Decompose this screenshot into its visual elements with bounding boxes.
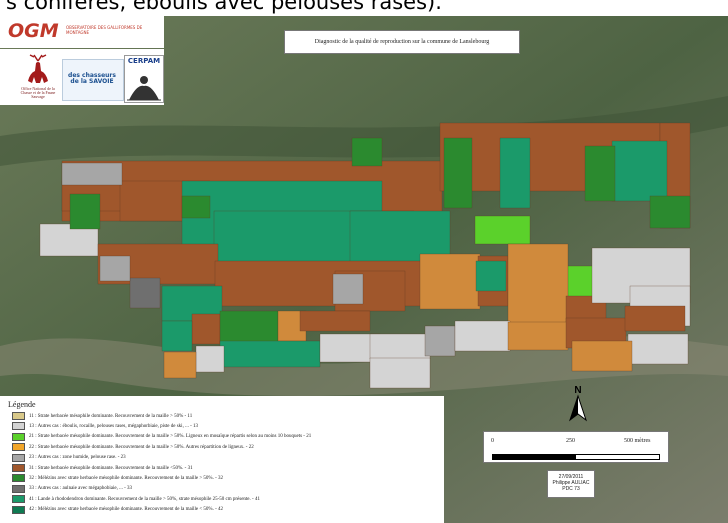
credits-box: 27/09/2011 Philippe AULIAC PDC 73 [547,470,595,498]
habitat-cell [649,195,691,229]
scale-mid: 250 [566,438,575,444]
legend-item: 33 : Autres cas : aulnaie avec mégaphobi… [12,484,133,493]
habitat-cell [163,351,197,379]
legend-swatch [12,484,25,493]
habitat-cell [571,340,633,372]
habitat-cell [69,193,101,230]
chasseurs-logo-text: des chasseurs de la SAVOIE [68,72,116,85]
habitat-cell [332,273,364,305]
cerpam-logo [124,55,164,103]
scale-bar-panel: 0 250 500 mètres [483,431,669,463]
ogm-logo-subtitle: OBSERVATOIRE DES GALLIFORMES DE MONTAGNE [66,25,143,35]
top-caption-strip: s conifères, éboulis avec pelouses rases… [0,0,728,16]
oncfs-logo-text: Office National de la Chasse et de la Fa… [20,86,56,99]
shepherd-icon [127,76,161,101]
legend-item: 11 : Strate herbacée mésophile dominante… [12,412,192,420]
habitat-cell [627,333,689,365]
habitat-cell [474,215,531,245]
habitat-cell [191,313,221,345]
north-arrow: N [565,384,591,424]
ogm-logo: OGM OBSERVATOIRE DES GALLIFORMES DE MONT… [0,16,164,48]
credits-org: PDC 73 [562,486,580,492]
legend-item: 13 : Autres cas : éboulis, rocaille, pel… [12,422,198,431]
legend-label: 33 : Autres cas : aulnaie avec mégaphobi… [29,486,133,492]
north-arrow-icon: N [569,385,587,422]
legend-label: 32 : Mélézins avec strate herbacée mésop… [29,475,223,481]
legend-label: 11 : Strate herbacée mésophile dominante… [29,413,193,419]
map-canvas[interactable] [0,16,728,523]
legend-item: 31 : Strate herbacée mésophile dominante… [12,464,193,472]
legend-swatch [12,422,25,431]
habitat-cell [299,310,371,332]
legend-panel: Légende 11 : Strate herbacée mésophile d… [0,396,444,523]
credits-author: Philippe AULIAC [552,480,590,486]
habitat-cell [351,137,383,167]
legend-swatch [12,464,25,472]
habitat-cell [624,305,686,332]
credits-date: 27/09/2011 [558,474,584,480]
legend-label: 23 : Autres cas : zone humide, pelouse r… [29,455,126,461]
deer-icon [28,54,48,83]
legend-swatch [12,505,25,514]
habitat-cell [507,321,569,351]
legend-item: 23 : Autres cas : zone humide, pelouse r… [12,453,126,462]
map-title: Diagnostic de la qualité de reproduction… [284,30,520,54]
legend-swatch [12,443,25,452]
ogm-logo-text: OGM [8,20,59,42]
habitat-cell [219,310,279,344]
top-caption-text: s conifères, éboulis avec pelouses rases… [6,0,442,14]
habitat-cell [507,243,569,325]
chasseurs-logo [62,59,124,101]
habitat-cell [475,260,507,292]
legend-item: 22 : Strate herbacée mésophile dominante… [12,443,254,452]
legend-item: 42 : Mélézins avec strate herbacée mésop… [12,505,223,514]
habitat-cell [369,357,431,389]
legend-swatch [12,432,25,441]
habitat-cell [129,277,161,309]
north-label: N [574,385,581,396]
scale-end: 500 mètres [624,438,651,444]
habitat-cell [219,340,321,368]
legend-label: 41 : Lande à rhododendron dominante. Rec… [29,496,260,502]
habitat-cell [424,325,456,357]
habitat-cell [499,137,531,209]
habitat-cell [61,162,123,186]
legend-swatch [12,412,25,420]
habitat-cell [39,223,99,257]
scale-zero: 0 [491,438,494,444]
scale-bar [492,454,660,460]
legend-item: 41 : Lande à rhododendron dominante. Rec… [12,495,260,504]
habitat-cell [369,333,431,360]
legend-item: 21 : Strate herbacée mésophile dominante… [12,432,312,441]
habitat-grid [39,122,691,389]
legend-swatch [12,474,25,483]
habitat-cell [611,140,668,202]
habitat-cell [454,320,511,352]
habitat-cell [443,137,473,209]
habitat-cell [99,255,131,282]
legend-title: Légende [8,400,36,409]
map-svg[interactable] [0,16,728,523]
legend-item: 32 : Mélézins avec strate herbacée mésop… [12,474,223,483]
habitat-cell [584,145,616,202]
legend-label: 42 : Mélézins avec strate herbacée mésop… [29,507,223,513]
habitat-cell [195,345,225,373]
legend-swatch [12,495,25,504]
partner-logos: Office National de la Chasse et de la Fa… [0,49,164,105]
legend-swatch [12,453,25,462]
legend-label: 31 : Strate herbacée mésophile dominante… [29,465,193,471]
habitat-cell [181,195,211,219]
legend-label: 13 : Autres cas : éboulis, rocaille, pel… [29,423,198,429]
habitat-cell [161,320,193,352]
habitat-cell [419,253,481,310]
cerpam-logo-text: CERPAM [127,57,161,65]
legend-label: 22 : Strate herbacée mésophile dominante… [29,444,254,450]
legend-label: 21 : Strate herbacée mésophile dominante… [29,434,312,440]
